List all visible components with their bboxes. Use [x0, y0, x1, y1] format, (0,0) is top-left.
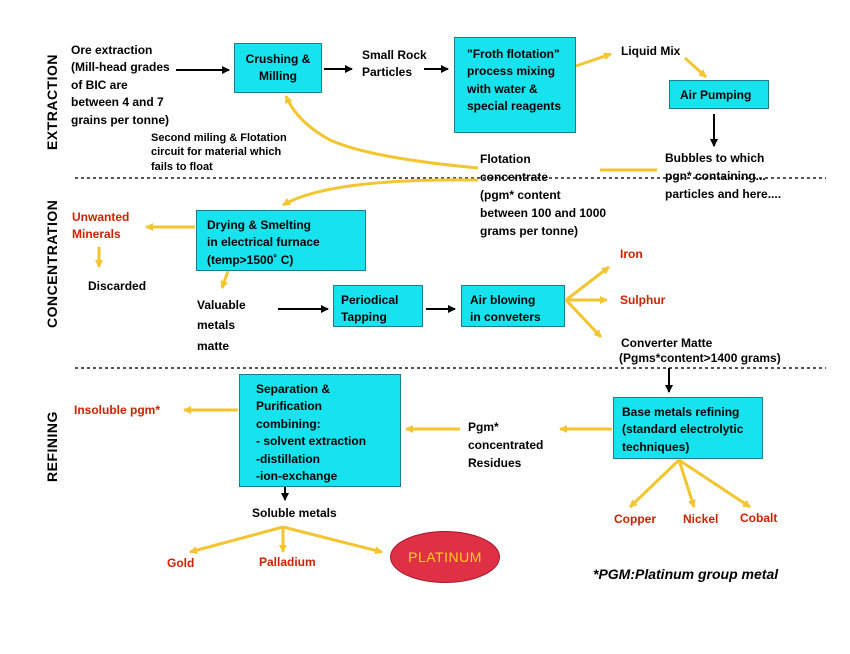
arrow-base-to-copper [628, 458, 681, 509]
separation-purification-box: Separation & Purification combining: - s… [239, 374, 401, 487]
iron-label: Iron [620, 247, 643, 261]
flotation-concentrate-text: Flotation concentrate (pgm* content betw… [480, 152, 607, 238]
copper-label: Copper [614, 512, 656, 526]
arrow-airblow-to-matte [564, 298, 603, 339]
unwanted-minerals-label: Unwanted Minerals [72, 210, 130, 242]
sulphur-label: Sulphur [620, 293, 666, 307]
palladium-label: Palladium [259, 555, 316, 569]
soluble-metals-label: Soluble metals [252, 506, 337, 520]
gold-label: Gold [167, 556, 195, 570]
air-blowing-box: Air blowing in conveters [461, 285, 565, 327]
arrow-airblow-to-iron [565, 265, 610, 302]
platinum-ellipse: PLATINUM [390, 531, 500, 583]
arrow-liquid-to-airpump [683, 56, 708, 79]
crushing-milling-box: Crushing & Milling [234, 43, 322, 93]
arrow-recycle-to-crushing [284, 95, 479, 170]
periodical-tapping-box: Periodical Tapping [333, 285, 423, 327]
froth-flotation-box: "Froth flotation" process mixing with wa… [454, 37, 576, 133]
arrow-soluble-to-gold [189, 525, 284, 555]
arrow-soluble-to-platinum [282, 525, 383, 555]
nickel-label: Nickel [683, 512, 719, 526]
arrow-froth-to-liquid [575, 52, 612, 68]
second-milling-text: Second miling & Flotation circuit for ma… [151, 132, 287, 173]
section-label-refining: REFINING [44, 411, 60, 482]
footnote: *PGM:Platinum group metal [593, 566, 779, 582]
arrow-base-to-nickel [677, 459, 696, 508]
discarded-label: Discarded [88, 279, 147, 293]
air-pumping-box: Air Pumping [669, 80, 769, 109]
small-rock-particles: Small Rock Particles [362, 48, 427, 80]
base-metals-refining-box: Base metals refining (standard electroly… [613, 397, 763, 459]
converter-matte-label: Converter Matte [621, 336, 713, 350]
section-label-extraction: EXTRACTION [44, 54, 60, 150]
section-label-concentration: CONCENTRATION [44, 199, 60, 328]
ore-extraction-text: Ore extraction (Mill-head grades of BIC … [71, 43, 170, 127]
arrow-base-to-cobalt [678, 458, 751, 509]
pgm-concentrated-residues: Pgm* concentrated Residues [468, 420, 544, 470]
drying-smelting-box: Drying & Smelting in electrical furnace … [196, 210, 366, 271]
arrow-flotation-to-drying [282, 178, 479, 207]
insoluble-pgm-label: Insoluble pgm* [74, 403, 161, 417]
liquid-mix-label: Liquid Mix [621, 44, 681, 58]
arrow-drying-to-valuable [220, 270, 230, 289]
bubbles-text: Bubbles to which pgn* containing... part… [665, 151, 782, 201]
pgms-content-label: (Pgms*content>1400 grams) [619, 351, 781, 365]
valuable-metals-matte: Valuable metals matte [197, 298, 246, 353]
cobalt-label: Cobalt [740, 511, 778, 525]
